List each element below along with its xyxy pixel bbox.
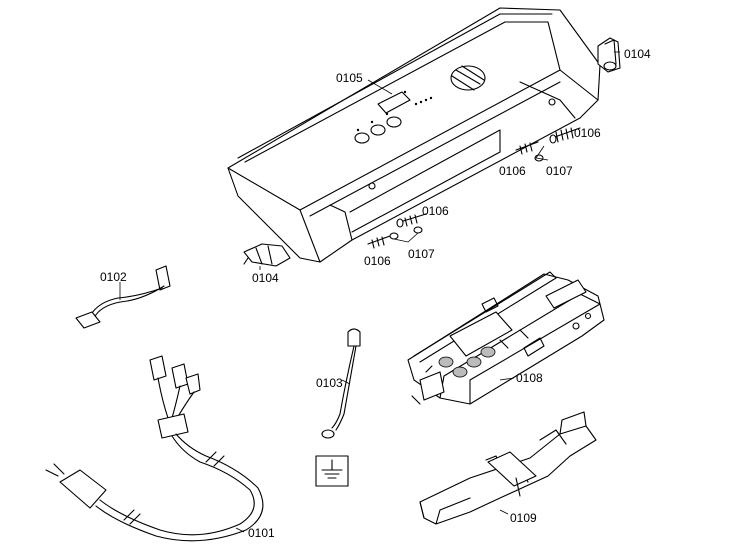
screws-0106-upper (515, 127, 581, 162)
control-module-0108 (407, 271, 605, 405)
label-0106-lower-left: 0106 (364, 254, 391, 268)
label-0106-upper-left: 0106 (499, 164, 526, 178)
label-0106-lower-right: 0106 (422, 204, 449, 218)
clip-0104-bottom (243, 243, 291, 267)
clip-0104-top (597, 37, 621, 73)
label-0103: 0103 (316, 376, 343, 390)
label-0109: 0109 (510, 511, 537, 525)
label-0102: 0102 (100, 270, 127, 284)
bracket-0109 (419, 411, 597, 525)
callout-lines (119, 51, 620, 533)
control-panel-0105 (227, 7, 601, 263)
label-0108: 0108 (516, 371, 543, 385)
screws-0106-lower (367, 213, 427, 249)
cable-0102 (75, 265, 171, 329)
label-0104-top: 0104 (624, 47, 651, 61)
label-0107-upper: 0107 (546, 164, 573, 178)
label-0104-bottom: 0104 (252, 271, 279, 285)
label-0106-upper-right: 0106 (574, 126, 601, 140)
mains-cable-0101 (45, 355, 264, 542)
label-0101: 0101 (248, 526, 275, 540)
label-0107-lower: 0107 (408, 247, 435, 261)
earth-lead-0103 (315, 328, 361, 487)
label-0105: 0105 (336, 71, 363, 85)
